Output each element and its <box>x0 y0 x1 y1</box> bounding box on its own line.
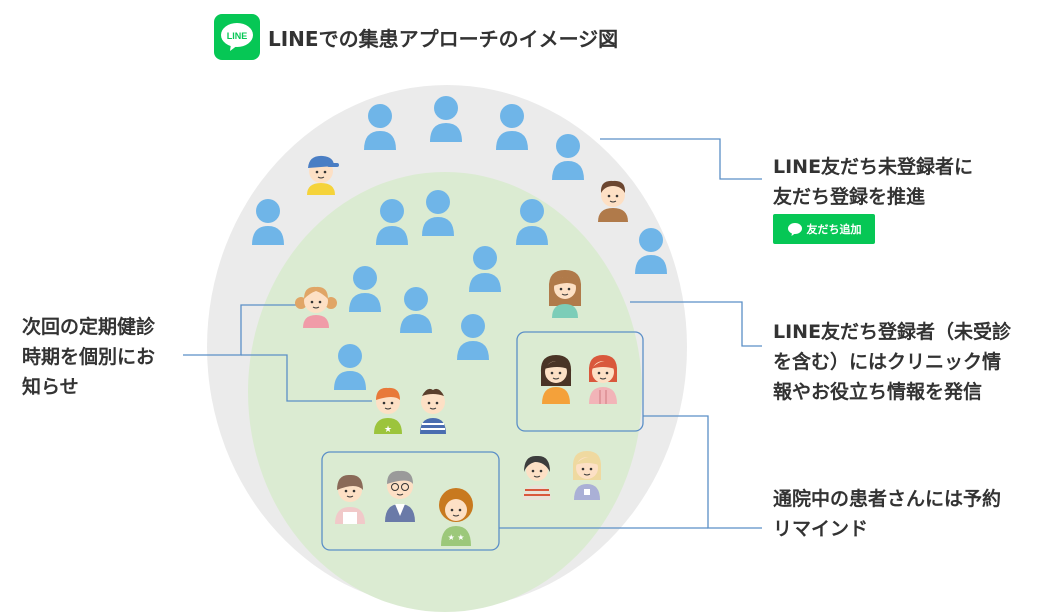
label-checkup: 次回の定期健診 時期を個別にお 知らせ <box>22 316 156 398</box>
page-title: LINEでの集患アプローチのイメージ図 <box>268 26 619 51</box>
boy-icon: ★ <box>374 387 402 435</box>
add-friend-button-label: 友だち追加 <box>806 223 862 236</box>
svg-text:★ ★: ★ ★ <box>448 533 465 542</box>
label-unregistered: LINE友だち未登録者に 友だち登録を推進 <box>773 156 974 208</box>
title-row: LINE LINEでの集患アプローチのイメージ図 <box>214 14 618 60</box>
inner-circle <box>248 172 642 612</box>
boy-icon <box>420 388 446 434</box>
connector-checkup-kid <box>241 354 372 402</box>
woman-icon <box>548 270 582 318</box>
woman-icon <box>572 451 602 500</box>
connector-registered <box>630 301 762 347</box>
label-registered: LINE友だち登録者（未受診 を含む）にはクリニック情 報やお役立ち情報を発信 <box>773 321 1012 403</box>
woman-icon <box>588 355 618 404</box>
connector-unregistered <box>600 138 762 180</box>
connector-reminder <box>643 415 762 529</box>
girl-pigtails-icon <box>295 286 337 328</box>
woman-icon <box>540 355 572 404</box>
grandfather-icon <box>385 470 415 522</box>
man-icon <box>598 180 628 222</box>
elderly-group-box <box>321 451 500 551</box>
add-friend-button[interactable]: 友だち追加 <box>773 214 875 244</box>
line-logo-text: LINE <box>227 31 248 41</box>
grandmother-icon <box>335 474 365 524</box>
connector-checkup <box>183 304 300 356</box>
line-logo-icon: LINE <box>214 14 260 60</box>
woman-icon <box>523 455 551 500</box>
family-group-box <box>516 331 644 432</box>
svg-text:★: ★ <box>384 425 392 435</box>
boy-cap-icon <box>307 155 339 195</box>
line-bubble-icon <box>787 223 802 236</box>
label-reminder: 通院中の患者さんには予約 リマインド <box>773 488 1002 540</box>
woman-curly-icon: ★ ★ <box>439 488 473 546</box>
